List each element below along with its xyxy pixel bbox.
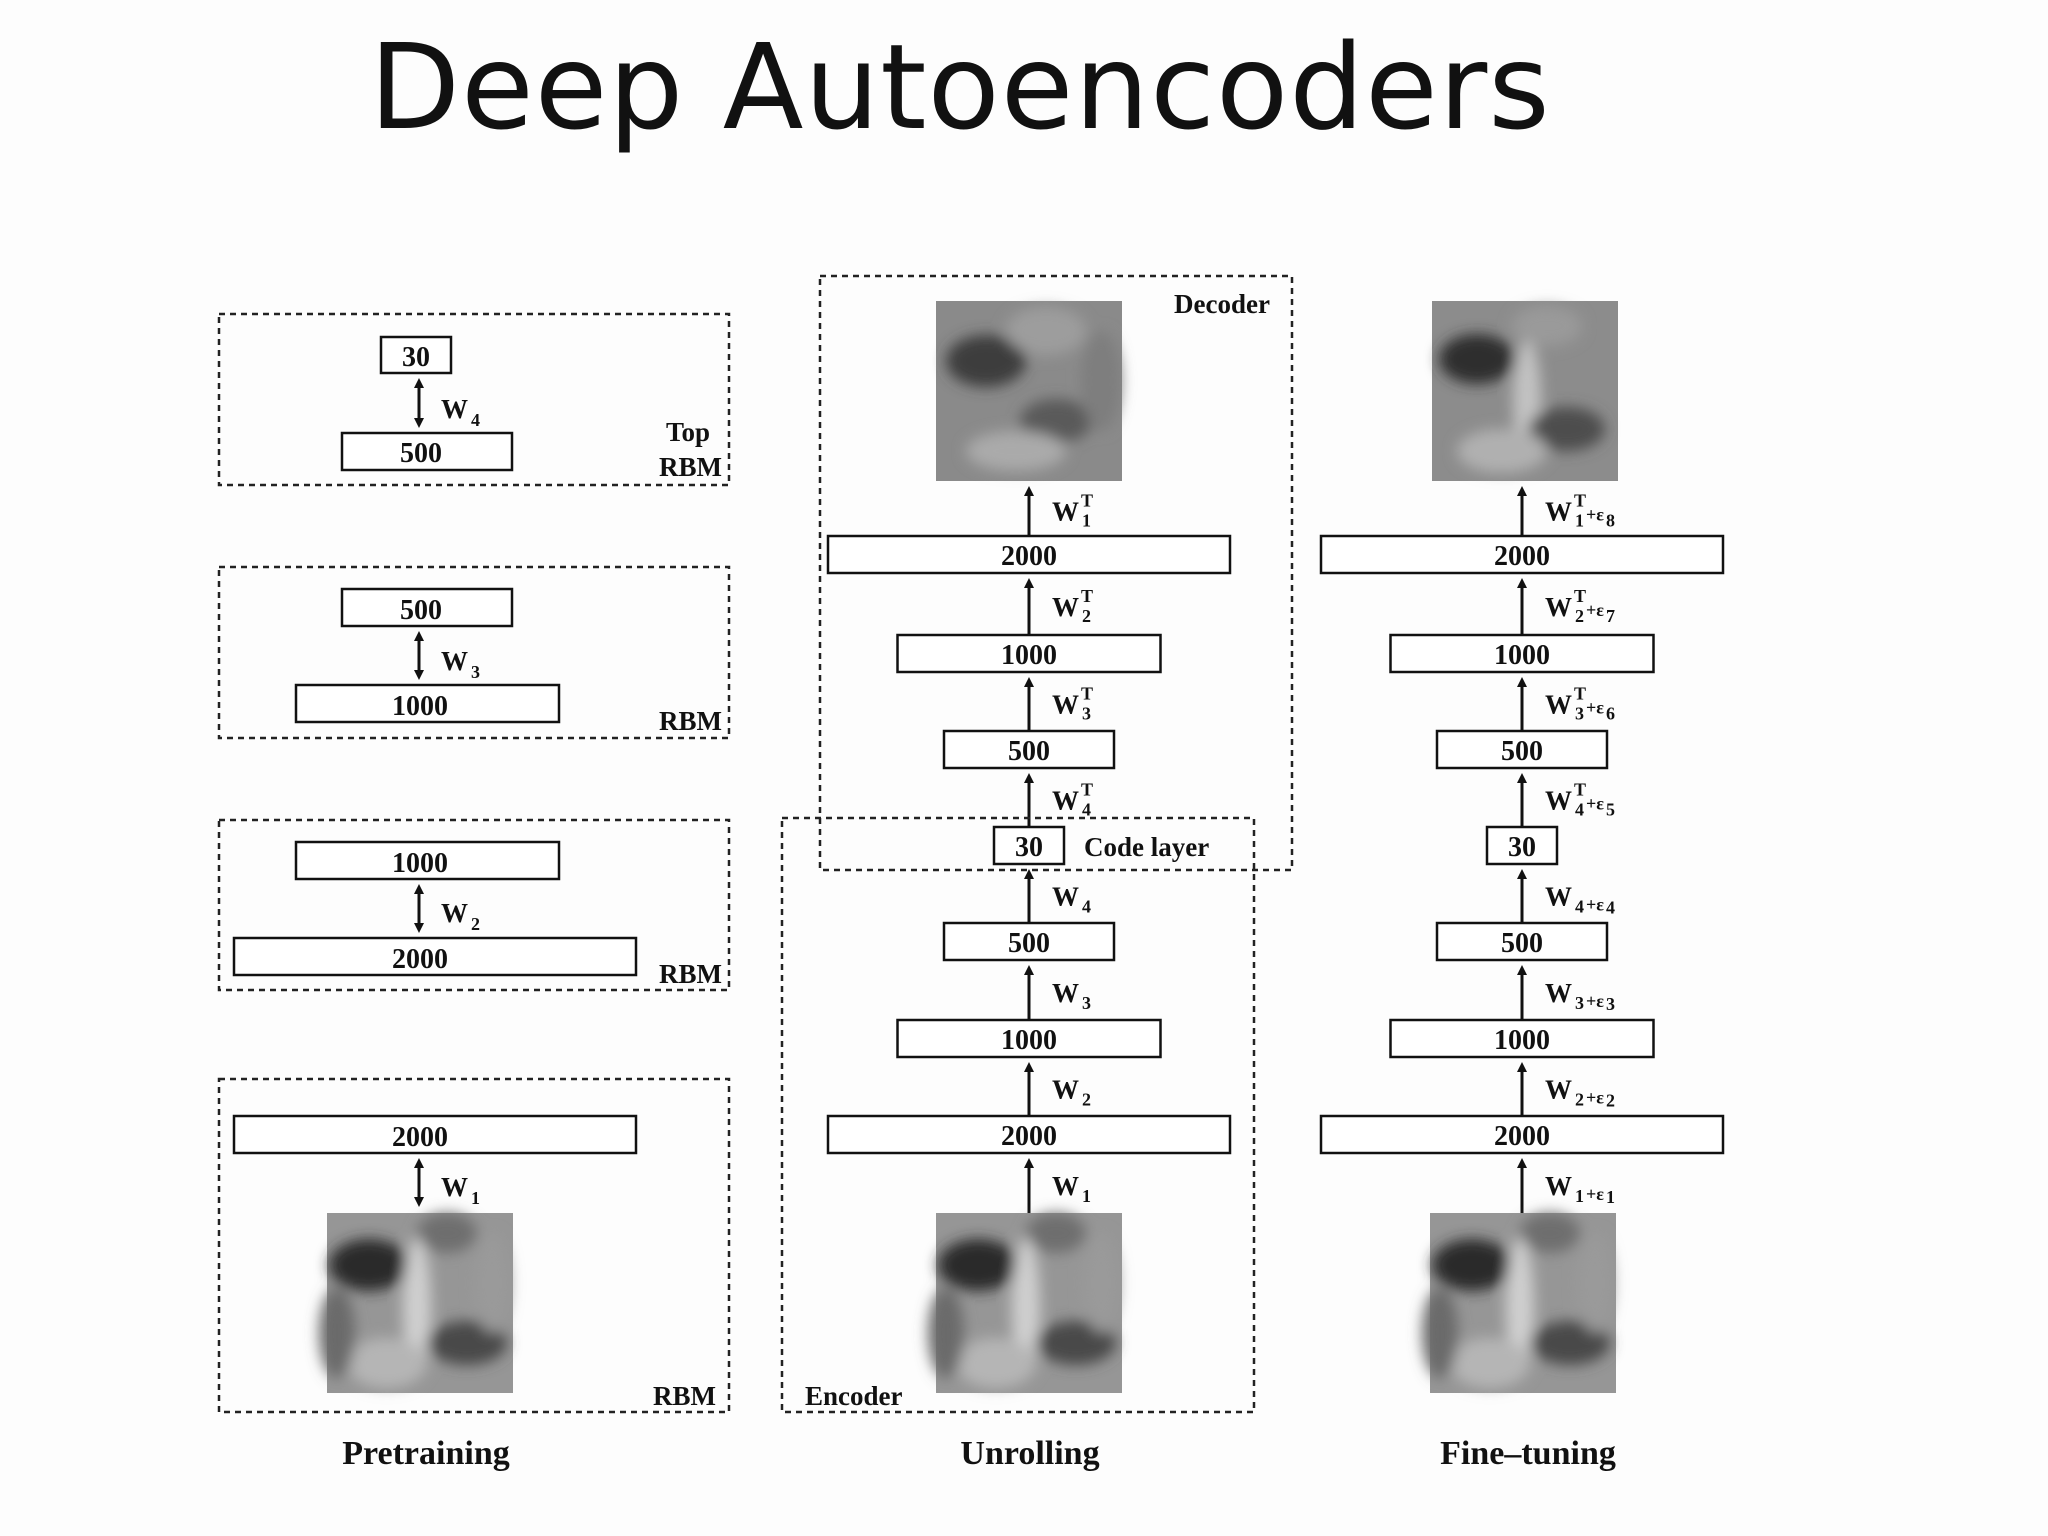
rbm-3-frame <box>217 565 731 740</box>
unrolling-layer-box <box>896 633 1162 674</box>
unrolling-layer-box <box>942 921 1116 962</box>
rbm-1-upper-label: 2000 <box>392 1122 448 1153</box>
encoder-frame <box>780 816 1256 1414</box>
rbm-3-caption: RBM <box>659 706 722 736</box>
unrolling-layer-label: 2000 <box>1001 1121 1057 1152</box>
finetuning-layer-box <box>1319 1114 1725 1155</box>
page-title: Deep Autoencoders <box>369 18 1551 156</box>
unrolling-layer-box <box>942 729 1116 770</box>
finetuning-layer-label: 500 <box>1501 736 1543 767</box>
rbm-3-lower-layer <box>294 683 561 724</box>
unrolling-layer-label: 500 <box>1008 736 1050 767</box>
rbm-top-frame <box>217 312 731 487</box>
rbm-2-lower-layer <box>232 936 638 977</box>
rbm-top-upper-label: 30 <box>402 342 430 373</box>
finetuning-output-image <box>1432 301 1618 481</box>
decoder-frame <box>818 274 1294 872</box>
unrolling-layer-box <box>896 1018 1162 1059</box>
finetuning-layer-box <box>1319 534 1725 575</box>
unrolling-output-image <box>936 301 1122 481</box>
rbm-top-lower-layer <box>340 431 514 472</box>
finetuning-layer-label: 500 <box>1501 928 1543 959</box>
finetuning-layer-label: 1000 <box>1494 640 1550 671</box>
unrolling-layer-label: 1000 <box>1001 1025 1057 1056</box>
decoder-label: Decoder <box>1174 289 1270 319</box>
rbm-2-lower-label: 2000 <box>392 944 448 975</box>
pretraining-input-image <box>319 1213 513 1393</box>
finetuning-layer-box <box>1435 729 1609 770</box>
rbm-3-upper-layer <box>340 587 514 628</box>
rbm-2-caption: RBM <box>659 959 722 989</box>
finetuning-caption: Fine–tuning <box>1440 1435 1616 1472</box>
unrolling-layer-label: 2000 <box>1001 541 1057 572</box>
rbm-1-frame <box>217 1077 731 1414</box>
finetuning-layer-label: 2000 <box>1494 541 1550 572</box>
finetuning-input-image <box>1422 1213 1616 1393</box>
rbm-2-frame <box>217 818 731 992</box>
unrolling-layer-label: 30 <box>1015 832 1043 863</box>
rbm-top-lower-label: 500 <box>400 438 442 469</box>
unrolling-input-image <box>928 1213 1122 1393</box>
unrolling-layer-box <box>992 825 1066 866</box>
finetuning-layer-label: 2000 <box>1494 1121 1550 1152</box>
rbm-2-upper-label: 1000 <box>392 848 448 879</box>
finetuning-layer-label: 1000 <box>1494 1025 1550 1056</box>
unrolling-caption: Unrolling <box>960 1435 1099 1472</box>
finetuning-layer-box <box>1389 1018 1655 1059</box>
rbm-1-upper-layer <box>232 1114 638 1155</box>
rbm-top-caption-line2: RBM <box>659 452 722 482</box>
rbm-top-caption-line1: Top <box>666 417 710 447</box>
code-layer-label: Code layer <box>1084 832 1209 862</box>
rbm-top-upper-layer <box>379 335 453 375</box>
unrolling-layer-label: 500 <box>1008 928 1050 959</box>
rbm-1-caption: RBM <box>653 1381 716 1411</box>
rbm-2-upper-layer <box>294 840 561 881</box>
unrolling-layer-label: 1000 <box>1001 640 1057 671</box>
finetuning-layer-label: 30 <box>1508 832 1536 863</box>
rbm-3-upper-label: 500 <box>400 595 442 626</box>
encoder-label: Encoder <box>805 1381 903 1411</box>
pretraining-caption: Pretraining <box>342 1435 509 1472</box>
rbm-3-lower-label: 1000 <box>392 691 448 722</box>
